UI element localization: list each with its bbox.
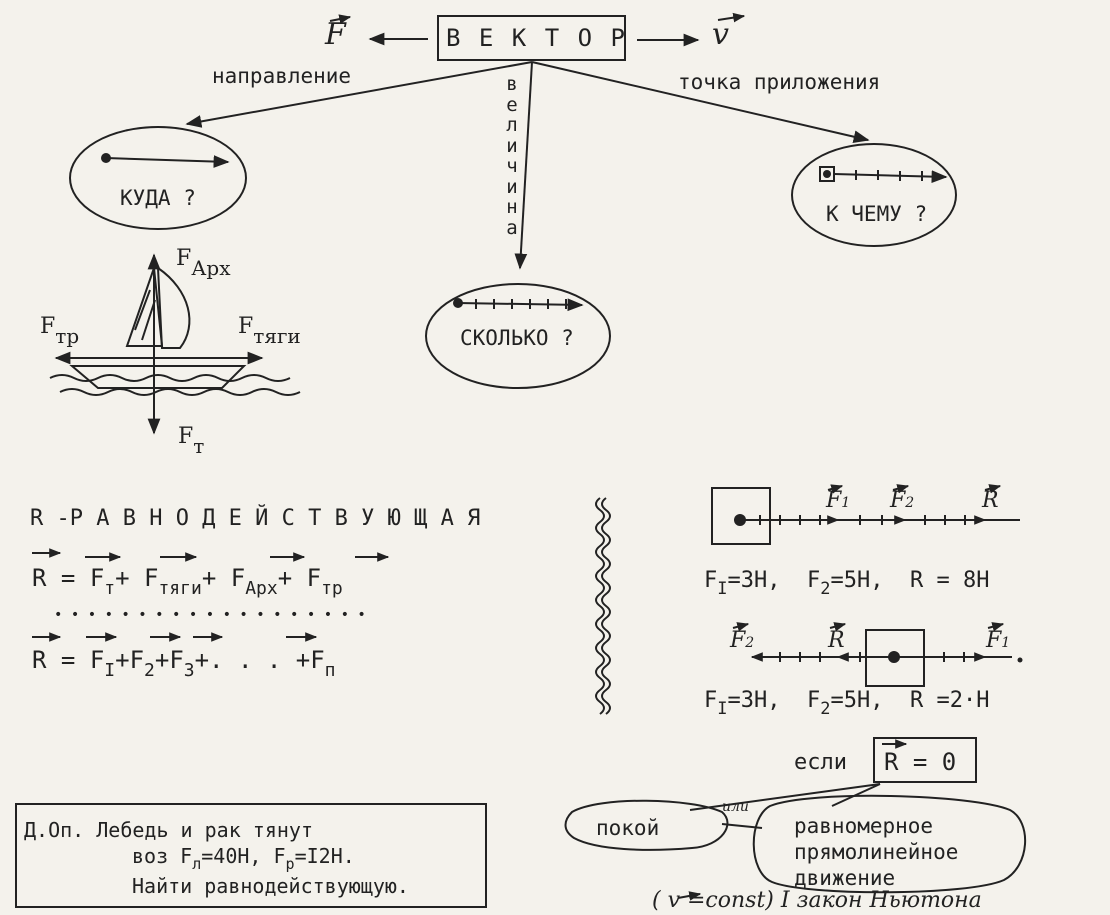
boat-f-friction: Fтр <box>40 314 80 348</box>
ex1-f1-label: F1 <box>826 488 851 513</box>
ex2-f1-label: F1 <box>986 628 1011 653</box>
ex2-f2-label: F2 <box>730 628 755 653</box>
velocity-vector-mark <box>717 12 746 23</box>
boat-f-thrust: Fтяги <box>238 314 301 348</box>
bubble-to-what <box>791 143 957 247</box>
resultant-equation-2: R = FI+F2+F3+. . . +Fп <box>32 646 336 681</box>
task-line-2: воз Fл=40Н, Fр=I2Н. <box>132 844 355 873</box>
uniform-line-2: прямолинейное <box>794 840 959 864</box>
divider-wave-2 <box>601 497 611 715</box>
boat-sail-right <box>156 266 191 349</box>
ex1-f2-label: F2 <box>890 488 915 513</box>
resultant-equation-1: R = Fт+ Fтяги+ FАрх+ Fтр <box>32 564 343 599</box>
force-vector-mark <box>329 14 352 24</box>
rest-cloud <box>564 799 729 851</box>
uniform-line-3: движение <box>794 866 896 890</box>
first-law-note: ( v =const) I закон Ньютона <box>652 888 982 913</box>
task-line-3: Найти равнодействующую. <box>132 874 409 898</box>
task-line-1: Д.Оп. Лебедь и рак тянут <box>24 818 313 842</box>
water-wave-1 <box>49 374 291 382</box>
ex2-r-label: R <box>828 628 845 653</box>
r-zero-label: R = 0 <box>884 748 957 776</box>
resultant-heading: R -Р А В Н О Д Е Й С Т В У Ю Щ А Я <box>30 506 481 531</box>
rest-uniform-link <box>721 823 763 829</box>
bubble-where-label: КУДА ? <box>120 186 196 210</box>
to-what-vector <box>833 170 948 184</box>
ex2-values: FI=3Н, F2=5Н, R =2·Н <box>704 688 990 719</box>
branch-magnitude <box>514 61 533 270</box>
velocity-symbol: v <box>712 17 729 52</box>
bubble-where <box>69 126 247 230</box>
r-zero-box <box>873 737 977 783</box>
branch-application <box>531 61 870 143</box>
boat-sail-left <box>125 267 164 347</box>
boat-f-gravity: Fт <box>178 424 205 458</box>
if-label: если <box>794 750 847 775</box>
label-magnitude-vertical: в е л и ч и н а <box>506 73 518 239</box>
or-label: или <box>722 799 749 815</box>
uniform-line-1: равномерное <box>794 814 934 838</box>
force-symbol: F <box>325 17 346 52</box>
label-application-point: точка приложения <box>678 70 881 94</box>
bubble-to-what-label: К ЧЕМУ ? <box>826 202 928 226</box>
boat-f-arch: FАрх <box>176 246 231 280</box>
rest-label: покой <box>596 816 660 840</box>
bubble-how-much <box>425 283 611 389</box>
ex1-values: FI=3Н, F2=5Н, R = 8Н <box>704 568 990 599</box>
ex1-r-label: R <box>982 488 999 513</box>
how-much-vector <box>457 298 584 312</box>
dotted-separator: • • • • • • • • • • • • • • • • • • • <box>54 607 366 623</box>
vector-title: В Е К Т О Р <box>446 24 627 52</box>
example1-body <box>711 487 771 545</box>
branch-direction <box>185 61 533 128</box>
uniform-cloud <box>752 794 1026 894</box>
label-direction: направление <box>212 64 352 88</box>
water-wave-2 <box>59 388 301 396</box>
vector-title-box <box>437 15 626 61</box>
bubble-how-much-label: СКОЛЬКО ? <box>460 326 574 350</box>
task-box <box>15 803 487 908</box>
divider-wave-1 <box>595 497 605 715</box>
where-vector <box>105 155 230 168</box>
link-to-rest <box>689 783 881 811</box>
